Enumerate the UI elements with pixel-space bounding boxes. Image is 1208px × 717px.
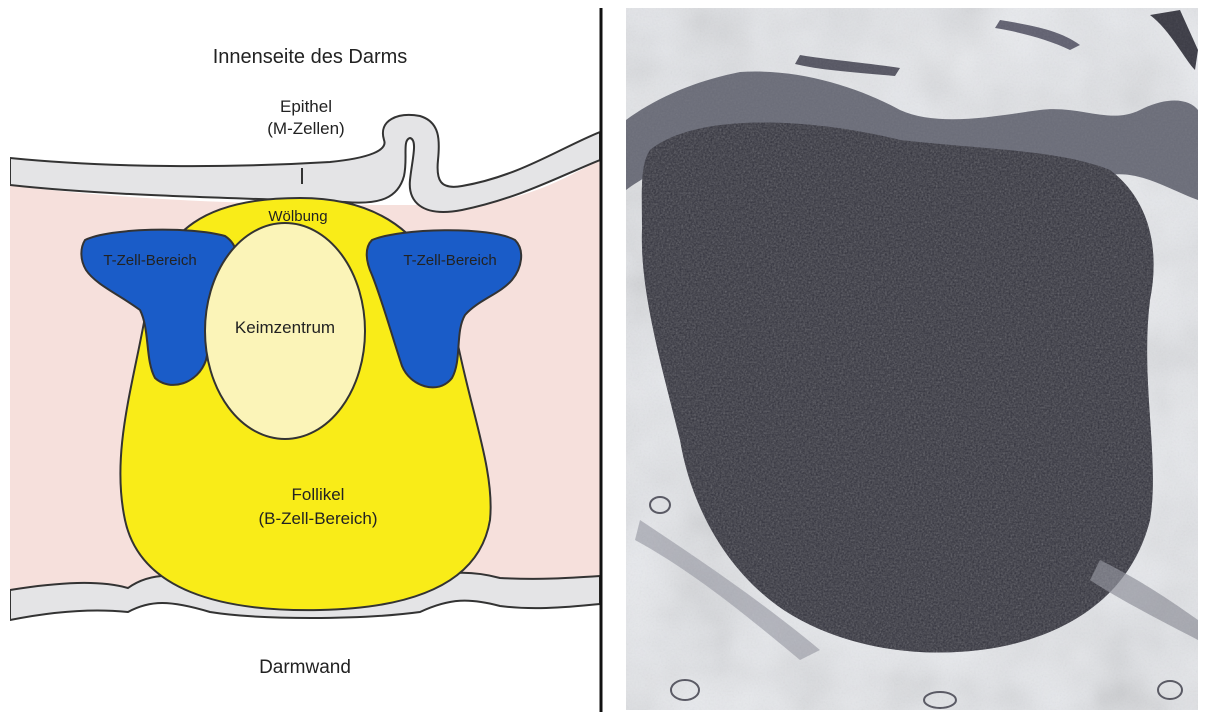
label-t-cell-right: T-Zell-Bereich: [403, 252, 496, 269]
label-epithelium: Epithel: [280, 97, 332, 116]
label-t-cell-left: T-Zell-Bereich: [103, 252, 196, 269]
label-intestine-inside: Innenseite des Darms: [213, 46, 408, 68]
label-germinal-center: Keimzentrum: [235, 318, 335, 337]
label-b-cell-area: (B-Zell-Bereich): [258, 509, 377, 528]
label-dome: Wölbung: [268, 208, 327, 225]
label-follicle: Follikel: [292, 485, 345, 504]
label-intestinal-wall: Darmwand: [259, 657, 351, 678]
histology-micrograph: [626, 8, 1198, 710]
label-m-cells: (M-Zellen): [267, 119, 344, 138]
schematic-panel: Innenseite des Darms Epithel (M-Zellen) …: [10, 8, 600, 710]
micrograph-grain: [626, 8, 1198, 710]
